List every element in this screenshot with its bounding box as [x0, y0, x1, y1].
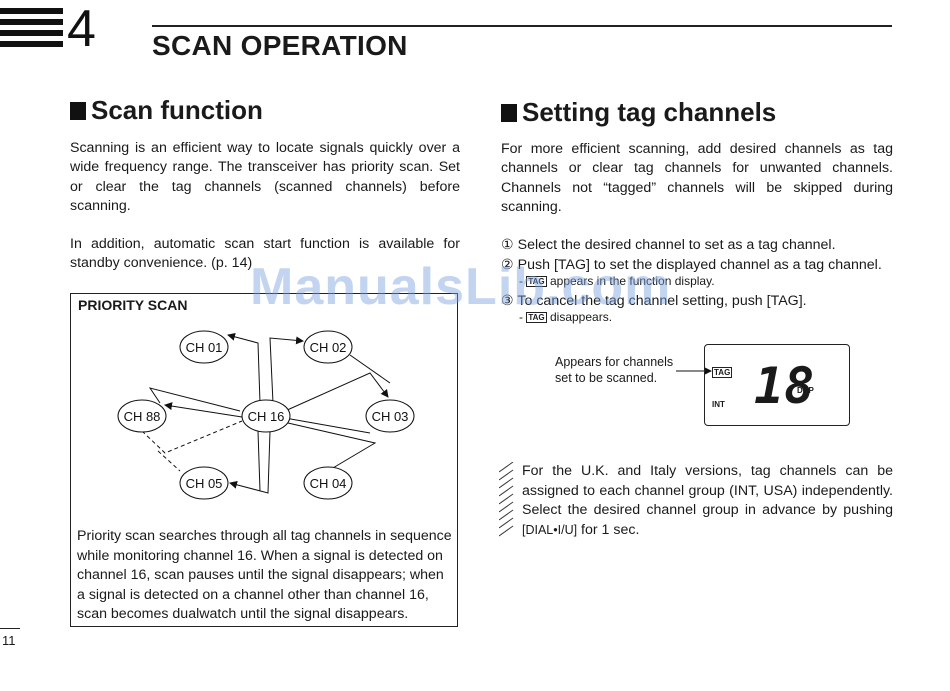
scan-path-line: [148, 387, 241, 412]
scan-path-line: [257, 430, 261, 492]
channel-node: [365, 399, 415, 433]
channel-label: CH 88: [124, 409, 161, 424]
square-bullet-icon: [70, 102, 86, 120]
page-number-rule: [0, 628, 20, 629]
note-text-end: for 1 sec.: [577, 521, 640, 538]
channel-label: CH 16: [248, 409, 285, 424]
lcd-callout-line-1: Appears for channels: [555, 355, 674, 369]
lcd-dup-indicator: DUP: [797, 386, 814, 395]
scan-path-dashed: [157, 450, 181, 472]
step-2-subnote: - TAG appears in the function display.: [519, 274, 715, 289]
lcd-display: TAG INT 18 DUP: [704, 344, 850, 426]
channel-node: [117, 399, 167, 433]
tag-channels-heading: Setting tag channels: [501, 97, 776, 127]
lcd-channel-digits: 18: [754, 357, 815, 415]
square-bullet-icon: [501, 104, 517, 122]
note-text: For the U.K. and Italy versions, tag cha…: [522, 462, 893, 540]
scan-function-heading: Scan function: [70, 95, 263, 125]
scan-function-paragraph-2: In addition, automatic scan start functi…: [70, 236, 460, 272]
channel-label: CH 03: [372, 409, 409, 424]
chapter-rule: [152, 25, 892, 27]
callout-arrow: [676, 367, 712, 375]
note-key-label: [DIAL•I/U]: [522, 522, 578, 537]
channel-label: CH 02: [310, 340, 347, 355]
channel-node: [179, 330, 229, 364]
channel-node: [241, 399, 291, 433]
chapter-number: 4: [67, 0, 96, 58]
lcd-callout-text: Appears for channels set to be scanned.: [555, 354, 673, 386]
note-text-main: For the U.K. and Italy versions, tag cha…: [522, 463, 893, 519]
scan-path-line: [284, 372, 389, 412]
lcd-callout-line-2: set to be scanned.: [555, 371, 658, 385]
step-3-subnote: - TAG disappears.: [519, 310, 612, 325]
scan-path-line: [287, 422, 377, 479]
priority-scan-diagram: CH 01 CH 02 CH 88 CH 16 CH 03 CH 05 CH 0…: [117, 330, 415, 500]
note-hatch-icon: [499, 462, 514, 537]
chapter-title: SCAN OPERATION: [152, 30, 408, 61]
dash: -: [519, 310, 523, 324]
scan-path-line: [227, 332, 261, 404]
scan-path-line: [269, 336, 304, 404]
channel-node: [303, 466, 353, 500]
channel-label: CH 01: [186, 340, 223, 355]
scan-path-dashed: [141, 420, 243, 454]
page-number: 11: [2, 633, 16, 648]
priority-scan-box: [70, 293, 458, 627]
lcd-tag-indicator: TAG: [712, 367, 733, 378]
dash: -: [519, 274, 523, 288]
step-3: ③ To cancel the tag channel setting, pus…: [501, 293, 807, 309]
step-1: ① Select the desired channel to set as a…: [501, 237, 836, 253]
channel-label: CH 05: [186, 476, 223, 491]
scan-function-heading-text: Scan function: [91, 95, 263, 125]
priority-scan-title: PRIORITY SCAN: [78, 297, 188, 313]
scan-path-line: [349, 354, 391, 384]
step-3-subnote-text: disappears.: [549, 310, 613, 324]
tag-icon: TAG: [526, 276, 547, 287]
tag-channels-paragraph: For more efficient scanning, add desired…: [501, 141, 893, 216]
lcd-int-indicator: INT: [712, 400, 725, 409]
chapter-marker-block: [0, 8, 63, 60]
step-2-subnote-text: appears in the function display.: [549, 274, 715, 288]
channel-node: [303, 330, 353, 364]
scan-function-paragraph-1: Scanning is an efficient way to locate s…: [70, 140, 460, 215]
scan-path-line: [164, 402, 243, 418]
channel-node: [179, 466, 229, 500]
scan-path-line: [229, 430, 271, 494]
watermark: ManualsLib.com: [250, 258, 672, 316]
tag-channels-heading-text: Setting tag channels: [522, 97, 777, 127]
priority-scan-description: Priority scan searches through all tag c…: [77, 528, 452, 623]
scan-path-line: [284, 417, 371, 434]
channel-label: CH 04: [310, 476, 347, 491]
step-2: ② Push [TAG] to set the displayed channe…: [501, 257, 882, 273]
